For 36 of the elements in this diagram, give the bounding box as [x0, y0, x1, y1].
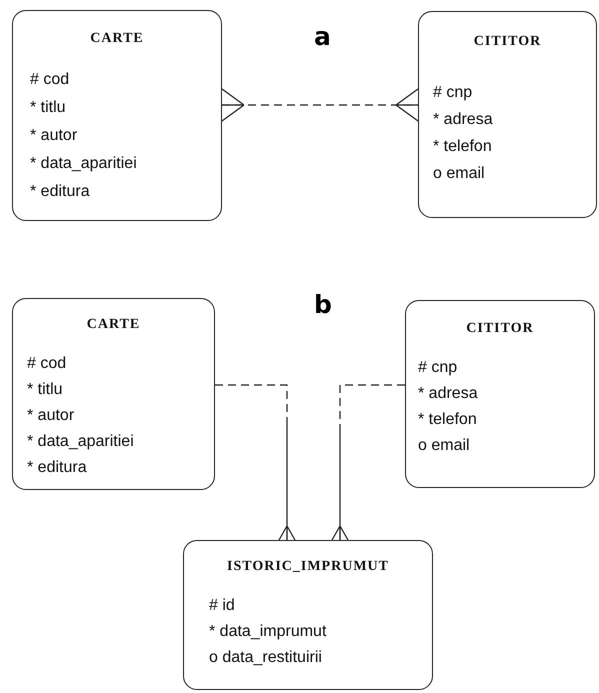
- entity-box: [12, 10, 222, 221]
- entity-box: [183, 540, 433, 690]
- attribute-text: o email: [418, 437, 470, 455]
- attribute-text: * editura: [27, 459, 87, 477]
- entity-box: [418, 11, 597, 218]
- attribute-text: # cod: [30, 71, 70, 89]
- attribute-text: * telefon: [418, 411, 477, 429]
- relationship-line: [221, 88, 419, 122]
- attribute-text: * data_aparitiei: [27, 433, 134, 451]
- attribute-text: # id: [209, 597, 235, 615]
- attribute-text: # cnp: [418, 359, 458, 377]
- attribute-text: * adresa: [433, 111, 493, 129]
- attribute-text: * adresa: [418, 385, 478, 403]
- attribute-text: * autor: [30, 127, 78, 145]
- relationship-line: [331, 384, 405, 541]
- attribute-text: * telefon: [433, 138, 492, 156]
- attribute-text: * data_imprumut: [209, 623, 326, 641]
- entity-name: CARTE: [86, 317, 142, 333]
- attribute-text: * titlu: [30, 99, 66, 117]
- entity-name: CITITOR: [465, 321, 535, 337]
- attribute-text: # cod: [27, 355, 66, 373]
- entity-box: [405, 300, 595, 488]
- entity-name: CARTE: [89, 31, 145, 47]
- entity-name: ISTORIC_IMPRUMUT: [226, 559, 390, 575]
- attribute-text: # cnp: [433, 84, 472, 102]
- entity-box: [12, 298, 215, 490]
- attribute-text: * autor: [27, 407, 74, 425]
- attribute-text: * editura: [30, 183, 90, 201]
- diagram-label: b: [314, 290, 332, 319]
- attribute-text: o email: [433, 165, 485, 183]
- entity-name: CITITOR: [472, 34, 542, 50]
- attribute-text: o data_restituirii: [209, 649, 322, 667]
- relationship-line: [215, 384, 296, 541]
- attribute-text: * data_aparitiei: [30, 155, 137, 173]
- attribute-text: * titlu: [27, 381, 63, 399]
- diagram-label: a: [314, 22, 331, 51]
